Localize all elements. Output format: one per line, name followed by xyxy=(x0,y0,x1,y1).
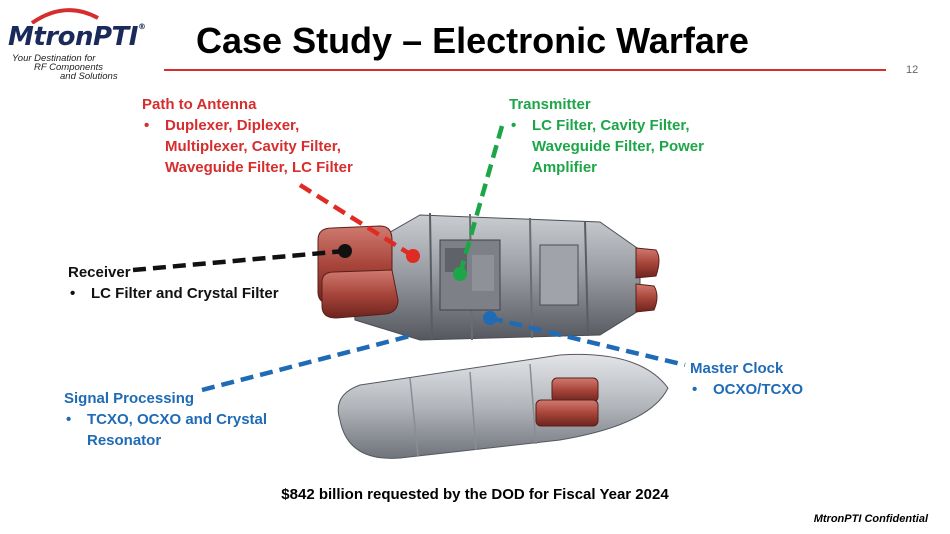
logo-tagline-3: and Solutions xyxy=(60,71,118,82)
callout-master-clock: Master Clock OCXO/TCXO xyxy=(690,358,860,400)
logo-brand: MtronPTI xyxy=(8,22,138,52)
registered-mark: ® xyxy=(137,22,146,32)
callout-path-to-antenna: Path to Antenna Duplexer, Diplexer, Mult… xyxy=(142,94,377,178)
leader-transmitter xyxy=(453,125,505,281)
dod-budget-note: $842 billion requested by the DOD for Fi… xyxy=(281,486,669,503)
callout-receiver: Receiver LC Filter and Crystal Filter xyxy=(68,262,308,304)
leader-path-to-antenna xyxy=(298,183,420,263)
title-underline xyxy=(164,69,886,71)
callout-heading: Path to Antenna xyxy=(142,96,257,113)
callout-item: OCXO/TCXO xyxy=(690,379,860,400)
callout-item: Duplexer, Diplexer, Multiplexer, Cavity … xyxy=(142,115,377,178)
leader-receiver xyxy=(132,244,352,273)
logo-tagline-2: RF Components xyxy=(34,62,103,73)
lower-pod xyxy=(337,353,669,459)
callout-heading: Transmitter xyxy=(509,96,591,113)
callout-item: LC Filter and Crystal Filter xyxy=(68,283,308,304)
mtronpti-logo: MtronPTI® Your Destination for RF Compon… xyxy=(8,6,168,82)
slide-title: Case Study – Electronic Warfare xyxy=(196,20,749,61)
callout-heading: Master Clock xyxy=(690,360,784,377)
callout-signal-processing: Signal Processing TCXO, OCXO and Crystal… xyxy=(64,388,279,451)
red-arc-icon xyxy=(30,8,99,24)
callout-heading: Signal Processing xyxy=(64,390,195,407)
callout-item: LC Filter, Cavity Filter, Waveguide Filt… xyxy=(509,115,709,178)
leader-master-clock xyxy=(483,311,686,368)
page-number: 12 xyxy=(906,64,919,76)
callout-item: TCXO, OCXO and Crystal Resonator xyxy=(64,409,279,451)
logo-tagline-1: Your Destination for xyxy=(12,53,96,64)
leader-signal-processing xyxy=(201,333,411,393)
callout-transmitter: Transmitter LC Filter, Cavity Filter, Wa… xyxy=(509,94,709,178)
confidential-label: MtronPTI Confidential xyxy=(813,513,928,525)
callout-heading: Receiver xyxy=(68,264,131,281)
